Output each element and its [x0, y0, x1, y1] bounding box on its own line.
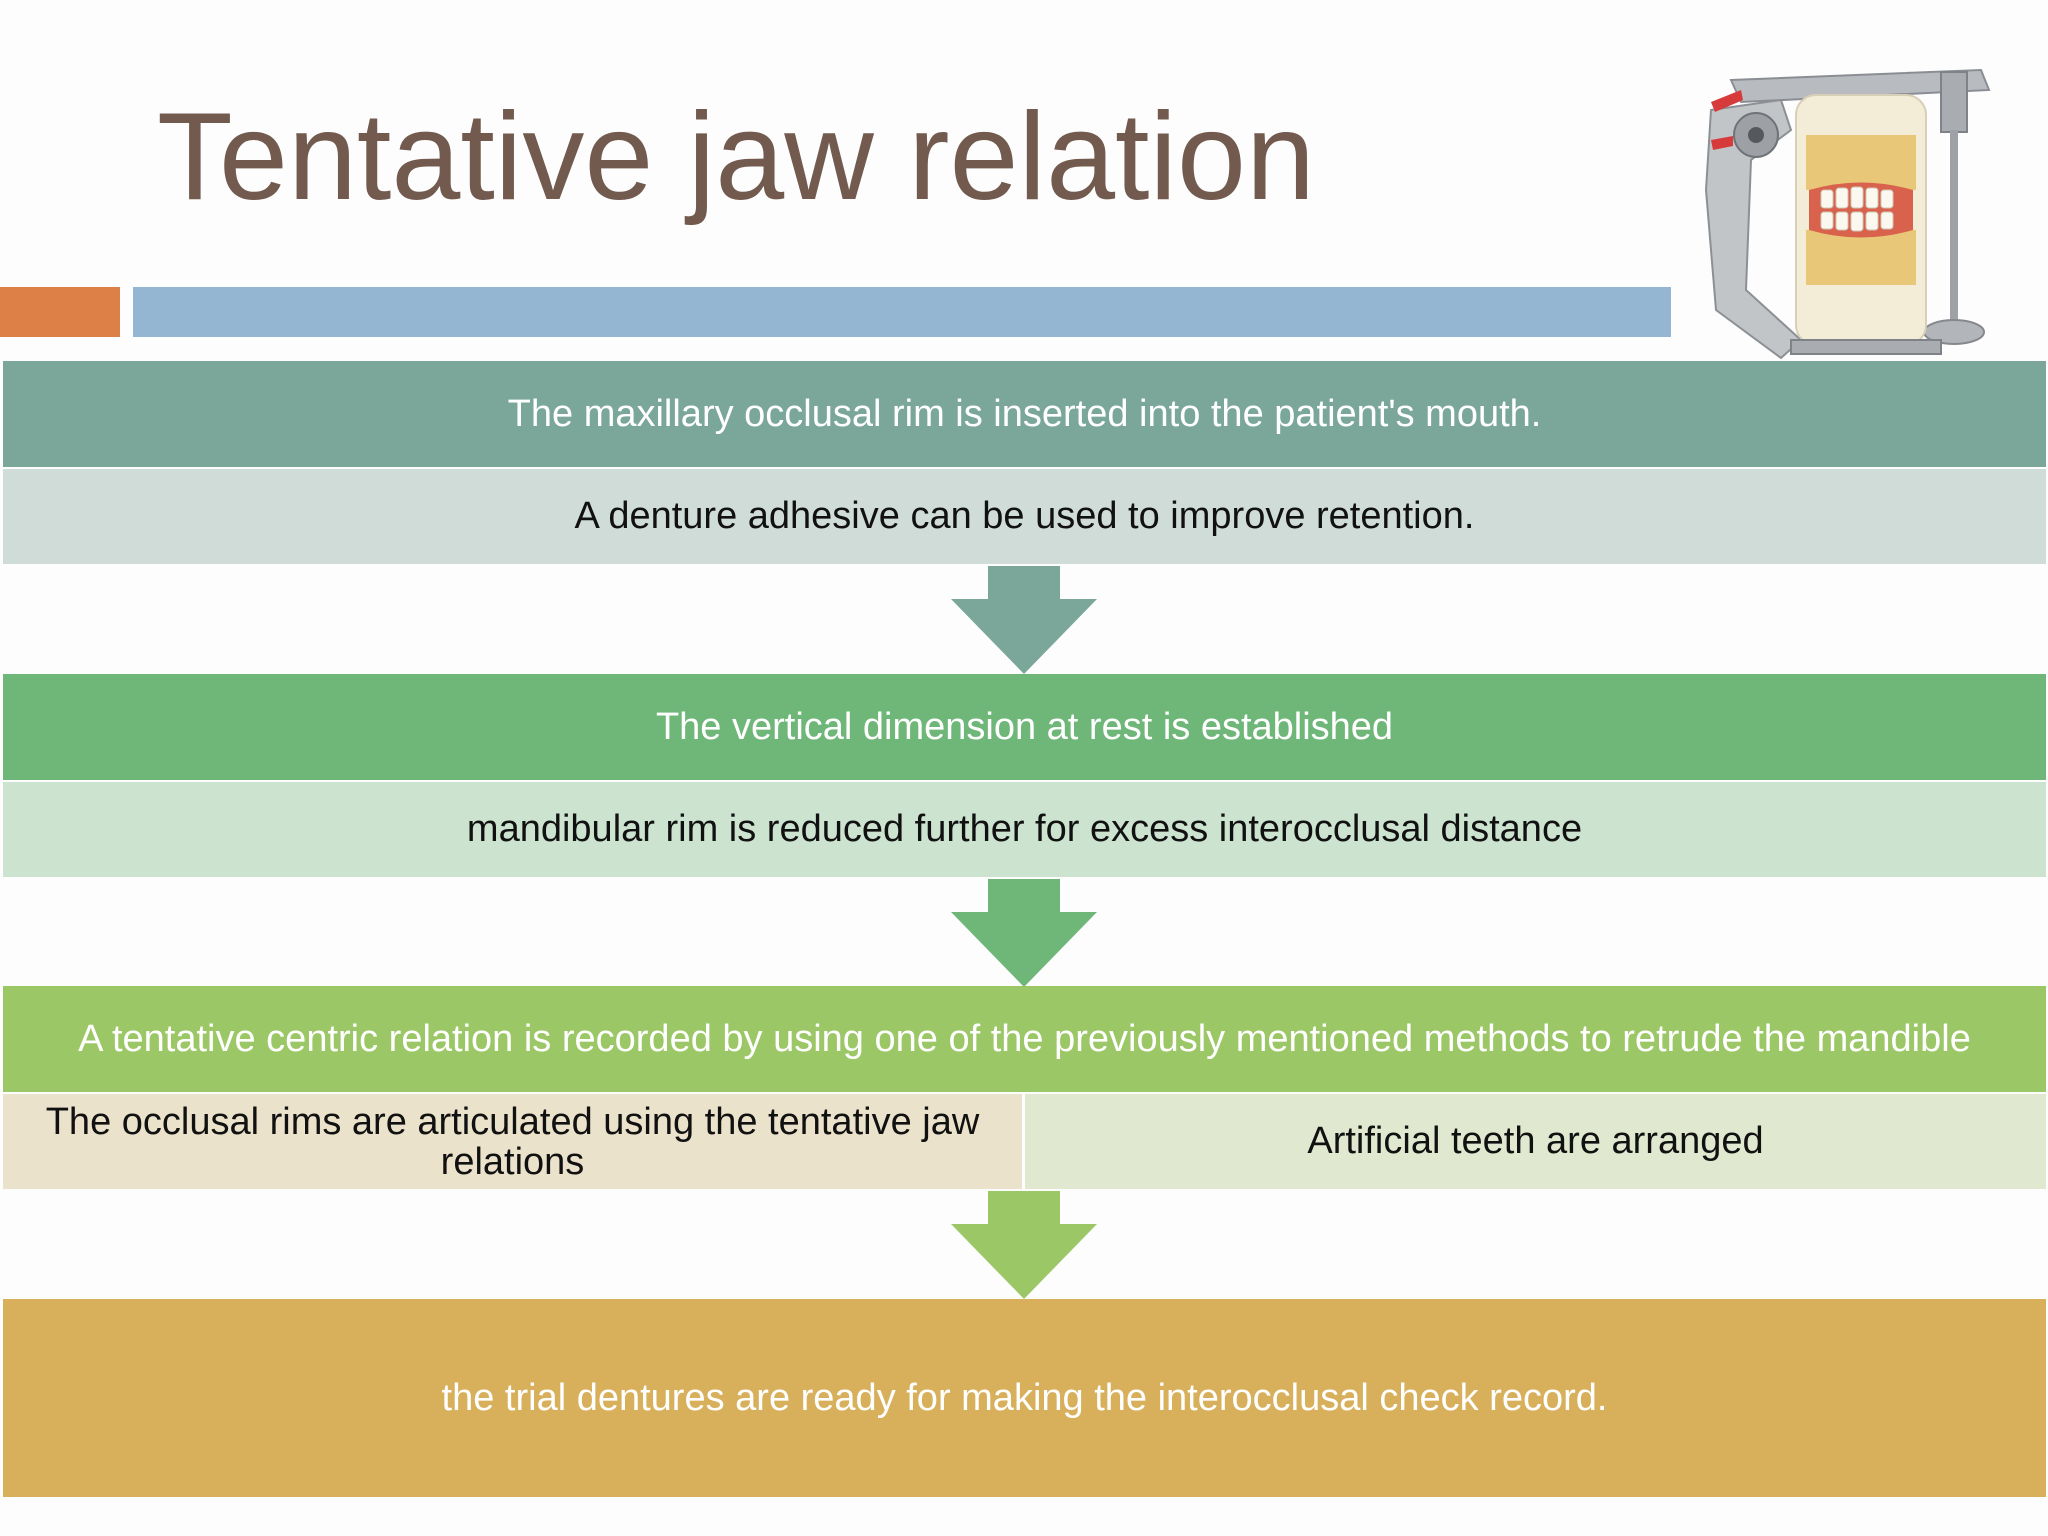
articulator-photo	[1671, 40, 2011, 380]
down-arrow-2	[951, 879, 1097, 987]
step-1-header: The maxillary occlusal rim is inserted i…	[3, 361, 2046, 467]
accent-bar-blue	[133, 287, 1671, 337]
down-arrow-3	[951, 1191, 1097, 1299]
step-3-detail-left: The occlusal rims are articulated using …	[3, 1094, 1022, 1189]
step-2-header: The vertical dimension at rest is establ…	[3, 674, 2046, 780]
step-2-detail: mandibular rim is reduced further for ex…	[3, 782, 2046, 877]
down-arrow-1	[951, 566, 1097, 674]
step-1-detail: A denture adhesive can be used to improv…	[3, 469, 2046, 564]
slide-title: Tentative jaw relation	[157, 88, 1315, 226]
final-step: the trial dentures are ready for making …	[3, 1299, 2046, 1497]
step-3-detail-right: Artificial teeth are arranged	[1025, 1094, 2046, 1189]
step-3-header: A tentative centric relation is recorded…	[3, 986, 2046, 1092]
accent-bar-orange	[0, 287, 120, 337]
